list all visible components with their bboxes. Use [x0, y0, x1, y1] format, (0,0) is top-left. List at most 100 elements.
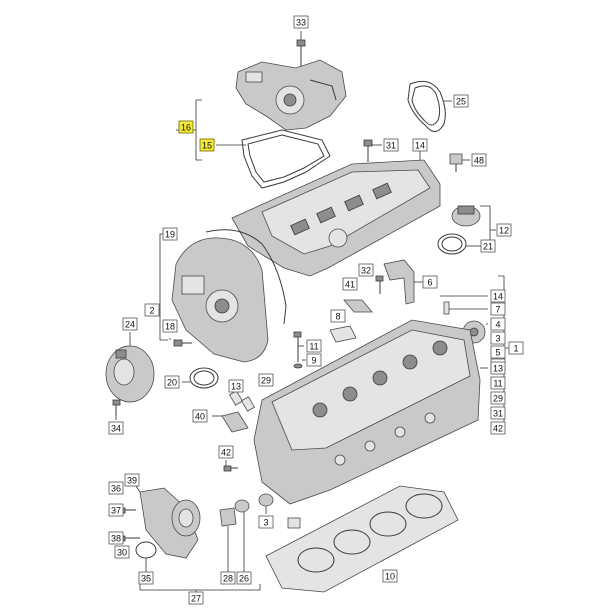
callout-number: 29: [261, 376, 271, 386]
callout-c37: 37: [108, 503, 124, 517]
callout-c38: 38: [108, 531, 124, 545]
part-plug-3: [258, 493, 274, 507]
callout-number: 32: [361, 266, 371, 276]
callout-box: [490, 331, 506, 345]
callout-c30: 30: [114, 545, 130, 559]
callout-number: 18: [165, 322, 175, 332]
callout-box: [342, 277, 358, 291]
callout-c33: 33: [293, 15, 309, 29]
callout-c42b: 42: [218, 445, 234, 459]
part-gasket-19: [205, 229, 287, 325]
part-bolt-31: [363, 139, 373, 162]
callout-number: 14: [493, 292, 503, 302]
part-pulley-24: [105, 345, 155, 403]
callout-number: 2: [149, 306, 154, 316]
callout-number: 26: [239, 574, 249, 584]
callout-number: 4: [495, 320, 500, 330]
callout-box: [192, 409, 208, 423]
callout-c13: 13: [490, 361, 506, 375]
callout-box: [258, 515, 274, 529]
callout-box: [162, 227, 178, 241]
callout-box: [490, 406, 506, 420]
callout-number: 31: [493, 409, 503, 419]
part-timing-cover-2: [171, 237, 269, 363]
callout-box: [358, 263, 374, 277]
callout-number: 11: [493, 379, 502, 389]
callout-box: [383, 138, 399, 152]
callout-number: 35: [141, 574, 151, 584]
callout-box: [330, 309, 346, 323]
callout-number: 8: [335, 312, 340, 322]
callout-c21: 21: [480, 239, 496, 253]
part-pulley-27: [171, 499, 201, 537]
callout-box: [490, 302, 506, 316]
callout-c36: 36: [108, 481, 124, 495]
callout-c34: 34: [108, 421, 124, 435]
callout-c8: 8: [330, 309, 346, 323]
callout-number: 42: [493, 424, 503, 434]
part-washer-9: [293, 363, 303, 369]
callout-number: 14: [415, 141, 425, 151]
callout-c6: 6: [422, 275, 438, 289]
callout-c15: 15: [199, 138, 215, 152]
part-cylinder-head-1: [253, 319, 481, 505]
callout-c31b: 31: [490, 406, 506, 420]
part-bushing-29: [240, 396, 256, 412]
callout-box: [122, 317, 138, 331]
callout-c25: 25: [453, 94, 469, 108]
part-bolt-18: [173, 339, 192, 347]
callout-c40: 40: [192, 409, 208, 423]
callout-box: [188, 591, 204, 605]
callout-number: 7: [495, 305, 500, 315]
part-gasket-25: [407, 80, 446, 132]
part-plate-41: [343, 299, 373, 313]
callout-number: 5: [495, 348, 500, 358]
callout-number: 11: [309, 342, 318, 352]
callout-c2: 2: [144, 303, 160, 317]
callout-c48: 48: [471, 153, 487, 167]
callout-box: [490, 289, 506, 303]
callout-c16: 16: [178, 120, 194, 134]
callout-box: [490, 317, 506, 331]
part-bolt-11: [293, 331, 302, 362]
callout-number: 36: [111, 484, 121, 494]
callout-box: [306, 353, 322, 367]
callout-c28: 28: [220, 571, 236, 585]
callout-box: [412, 138, 428, 152]
callout-box: [306, 339, 322, 353]
callout-number: 34: [111, 424, 121, 434]
callout-box: [236, 571, 252, 585]
callout-box: [220, 571, 236, 585]
part-bolt-34: [112, 399, 121, 416]
part-gasket-15: [241, 129, 331, 189]
callout-box: [496, 223, 512, 237]
part-sleeve-3b: [287, 517, 301, 529]
callout-number: 24: [125, 320, 135, 330]
callout-box: [293, 15, 309, 29]
callout-number: 15: [202, 141, 212, 151]
callout-c10: 10: [382, 569, 398, 583]
callout-c42a: 42: [490, 421, 506, 435]
callout-c31a: 31: [383, 138, 399, 152]
callout-number: 28: [223, 574, 233, 584]
callout-box: [490, 345, 506, 359]
callout-number: 37: [111, 506, 121, 516]
callout-box: [164, 375, 180, 389]
callout-number: 19: [165, 230, 175, 240]
callout-c35: 35: [138, 571, 154, 585]
callout-c26: 26: [236, 571, 252, 585]
callout-number: 13: [493, 364, 503, 374]
callout-box: [490, 376, 506, 390]
part-bushing-13: [228, 390, 244, 406]
callout-box: [108, 421, 124, 435]
callout-box: [382, 569, 398, 583]
callout-box: [471, 153, 487, 167]
callout-number: 30: [117, 548, 127, 558]
callout-number: 16: [181, 123, 191, 133]
callout-box: [144, 303, 160, 317]
part-bolt-32: [375, 275, 384, 294]
callout-c32: 32: [358, 263, 374, 277]
callout-box: [108, 481, 124, 495]
callout-number: 29: [493, 394, 503, 404]
